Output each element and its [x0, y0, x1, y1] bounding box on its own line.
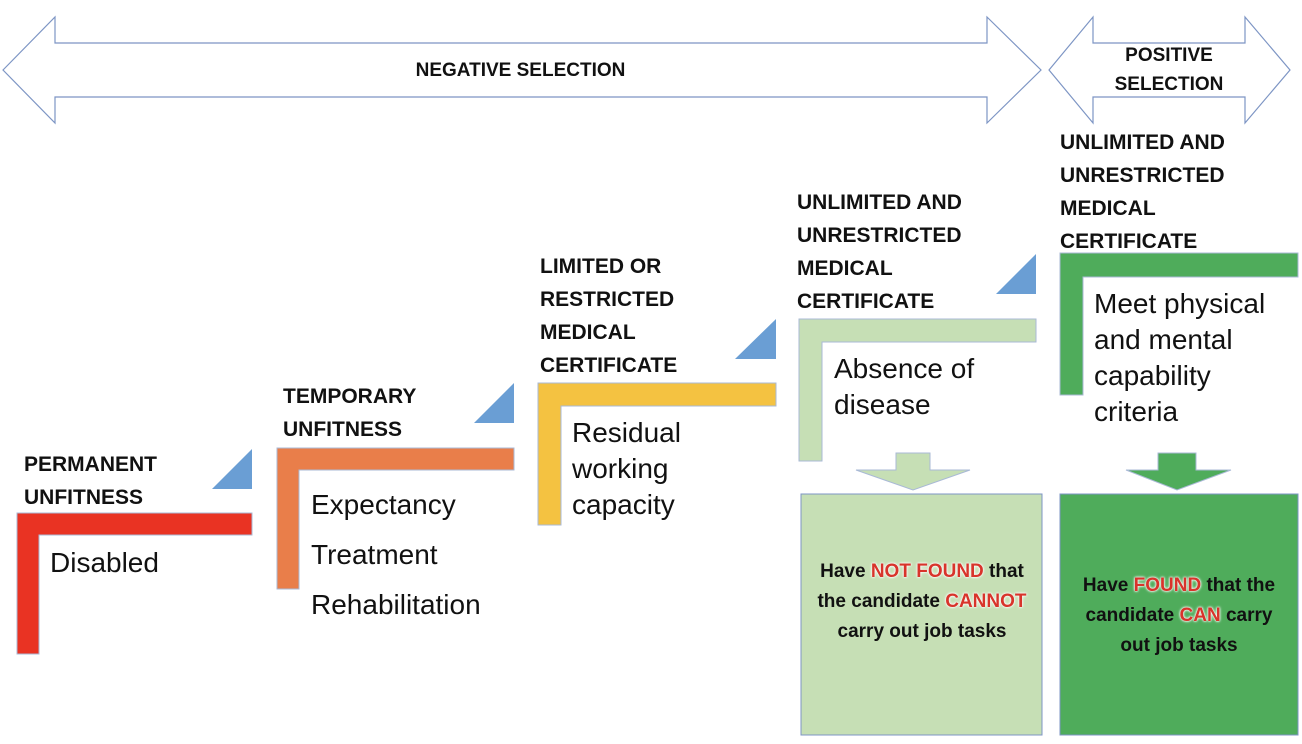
stage-heading-line: MEDICAL	[797, 257, 893, 280]
stage-heading-limited-certificate: LIMITED OR RESTRICTED MEDICAL CERTIFICAT…	[540, 250, 677, 382]
stage-heading-line: UNFITNESS	[283, 418, 403, 441]
stage-body-line: and mental	[1094, 324, 1233, 355]
step-triangle-4	[996, 254, 1036, 294]
positive-selection-line-2: SELECTION	[1114, 74, 1224, 95]
stage-body-line: Expectancy	[311, 489, 456, 520]
stage-body-line: disease	[834, 389, 931, 420]
step-triangle-3	[735, 319, 776, 359]
stage-body-line: Absence of	[834, 353, 975, 384]
step-bar-limited-certificate	[537, 382, 777, 526]
stage-heading-line: LIMITED OR	[540, 255, 662, 278]
outcome-text-part: Have	[820, 561, 871, 582]
outcome-box-found	[1059, 493, 1299, 736]
stage-heading-temporary-unfitness: TEMPORARY UNFITNESS	[283, 380, 416, 446]
outcome-highlight-not-found: NOT FOUND	[870, 561, 984, 582]
step-bar-positive-certificate	[1059, 252, 1299, 396]
stage-body-line: working	[572, 453, 669, 484]
outcome-box-not-found	[800, 493, 1043, 736]
step-triangle-2	[474, 383, 514, 423]
stage-body-unlimited-certificate: Absence of disease	[834, 351, 974, 423]
stage-body-line: Treatment	[311, 539, 438, 570]
stage-body-line: capacity	[572, 489, 675, 520]
stage-body-temporary-unfitness: Expectancy Treatment Rehabilitation	[311, 480, 481, 630]
stage-heading-line: TEMPORARY	[283, 385, 417, 408]
stage-heading-line: UNRESTRICTED	[797, 224, 962, 247]
stage-heading-line: CERTIFICATE	[1060, 230, 1198, 253]
stage-body-line: Residual	[572, 417, 681, 448]
stage-body-line: criteria	[1094, 396, 1179, 427]
step-bar-unlimited-certificate	[798, 318, 1037, 462]
stage-body-line: capability	[1094, 360, 1211, 391]
positive-selection-line-1: POSITIVE	[1125, 45, 1213, 66]
outcome-text-part: that the candidate	[1085, 575, 1276, 626]
stage-body-permanent-unfitness: Disabled	[50, 545, 159, 581]
outcome-text-not-found: Have NOT FOUND that the candidate CANNOT…	[812, 557, 1032, 647]
outcome-highlight-cannot: CANNOT	[945, 591, 1027, 612]
positive-selection-label: POSITIVE SELECTION	[1093, 41, 1245, 99]
outcome-text-part: carry out job tasks	[1120, 605, 1273, 656]
outcome-highlight-can: CAN	[1179, 605, 1221, 626]
step-bar-temporary-unfitness	[276, 447, 515, 590]
stage-heading-positive-certificate: UNLIMITED AND UNRESTRICTED MEDICAL CERTI…	[1060, 126, 1225, 258]
stage-body-line: Meet physical	[1094, 288, 1266, 319]
stage-heading-unlimited-certificate: UNLIMITED AND UNRESTRICTED MEDICAL CERTI…	[797, 186, 962, 318]
stage-heading-line: CERTIFICATE	[540, 354, 678, 377]
stage-body-positive-certificate: Meet physical and mental capability crit…	[1094, 286, 1265, 430]
step-bar-permanent-unfitness	[16, 512, 253, 655]
stage-heading-line: UNLIMITED AND	[1060, 131, 1225, 154]
down-arrow-not-found	[855, 452, 971, 491]
stage-body-line: Disabled	[50, 547, 159, 578]
stage-heading-line: MEDICAL	[1060, 197, 1156, 220]
stage-heading-line: UNFITNESS	[24, 486, 144, 509]
outcome-text-part: that the candidate	[817, 561, 1024, 612]
outcome-highlight-found: FOUND	[1133, 575, 1202, 596]
negative-selection-label: NEGATIVE SELECTION	[415, 60, 626, 81]
stage-heading-permanent-unfitness: PERMANENT UNFITNESS	[24, 448, 157, 514]
stage-heading-line: UNRESTRICTED	[1060, 164, 1225, 187]
negative-selection-arrow	[2, 15, 1042, 125]
outcome-text-found: Have FOUND that the candidate CAN carry …	[1072, 571, 1286, 661]
step-triangle-1	[212, 449, 252, 489]
stage-body-limited-certificate: Residual working capacity	[572, 415, 681, 523]
outcome-text-part: Have	[1082, 575, 1134, 596]
positive-selection-arrow	[1048, 15, 1291, 125]
stage-heading-line: PERMANENT	[24, 453, 158, 476]
stage-body-line: Rehabilitation	[311, 589, 481, 620]
stage-heading-line: CERTIFICATE	[797, 290, 935, 313]
outcome-text-part: carry out job tasks	[837, 621, 1007, 642]
stage-heading-line: UNLIMITED AND	[797, 191, 962, 214]
stage-heading-line: RESTRICTED	[540, 288, 675, 311]
stage-heading-line: MEDICAL	[540, 321, 636, 344]
down-arrow-found	[1125, 452, 1232, 491]
